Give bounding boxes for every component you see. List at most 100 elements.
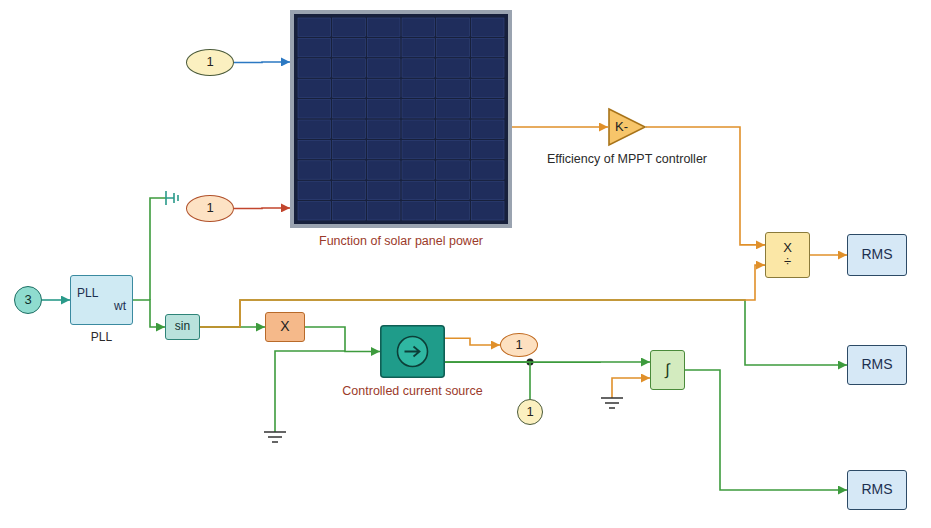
pll-block: PLL wtPLL bbox=[70, 275, 133, 325]
solar-cell bbox=[333, 100, 366, 118]
solar-cell bbox=[402, 59, 435, 77]
signal-line bbox=[234, 207, 290, 209]
signal-line bbox=[234, 61, 290, 63]
block-caption-area: Efficiency of MPPT controller bbox=[547, 153, 707, 167]
block-text-area: K- bbox=[608, 108, 646, 146]
solar-cell bbox=[437, 38, 470, 56]
block-text: sin bbox=[175, 320, 190, 333]
product-block: X bbox=[265, 312, 305, 342]
gain-triangle bbox=[609, 109, 645, 145]
block-text: X bbox=[783, 241, 792, 255]
solar-cell bbox=[333, 140, 366, 158]
signal-line bbox=[512, 126, 608, 128]
ground-symbol bbox=[601, 398, 623, 408]
solar-cell bbox=[402, 79, 435, 97]
panel-outline bbox=[290, 10, 512, 228]
solar-cell bbox=[298, 79, 331, 97]
block-text: wt bbox=[114, 300, 126, 313]
block-caption-area: Function of solar panel power bbox=[319, 235, 483, 249]
solar-cell bbox=[437, 79, 470, 97]
solar-cell bbox=[333, 38, 366, 56]
solar-cell bbox=[333, 120, 366, 138]
solar-cell bbox=[298, 120, 331, 138]
block-text: RMS bbox=[861, 357, 892, 372]
source-outline bbox=[380, 325, 445, 378]
solar-cell bbox=[437, 120, 470, 138]
signal-line bbox=[133, 300, 165, 327]
solar-cell bbox=[471, 140, 504, 158]
block-caption: Function of solar panel power bbox=[319, 235, 483, 249]
solar-cell bbox=[437, 100, 470, 118]
signal-line bbox=[646, 127, 765, 245]
block-text: 1 bbox=[206, 55, 213, 69]
input-port: 1 bbox=[186, 195, 234, 222]
block-text: K- bbox=[615, 120, 628, 134]
solar-cell bbox=[367, 59, 400, 77]
integrator-block: ∫ bbox=[650, 350, 685, 390]
block-text: 1 bbox=[206, 201, 213, 215]
rms-block: RMS bbox=[847, 470, 907, 510]
panel-surface bbox=[294, 14, 508, 224]
solar-cell bbox=[437, 161, 470, 179]
solar-cell bbox=[437, 202, 470, 220]
solar-cell bbox=[298, 59, 331, 77]
block-caption: Efficiency of MPPT controller bbox=[547, 153, 707, 167]
solar-cell bbox=[367, 140, 400, 158]
solar-cell bbox=[402, 202, 435, 220]
block-text-area: PLL wt bbox=[71, 276, 132, 324]
rms-block: RMS bbox=[847, 234, 907, 276]
rms-block: RMS bbox=[847, 345, 907, 385]
source-arrow bbox=[405, 347, 420, 357]
block-caption-area: Controlled current source bbox=[342, 385, 482, 399]
block-text-area: 3 bbox=[15, 287, 41, 313]
signal-line bbox=[445, 361, 650, 363]
solar-cell bbox=[471, 202, 504, 220]
ground-symbol bbox=[264, 432, 286, 442]
solar-cell bbox=[298, 100, 331, 118]
solar-cell bbox=[437, 59, 470, 77]
solar-cell bbox=[298, 181, 331, 199]
solar-cell bbox=[471, 120, 504, 138]
block-text: PLL bbox=[77, 287, 98, 300]
solar-cell bbox=[367, 161, 400, 179]
solar-cell bbox=[402, 100, 435, 118]
signal-line bbox=[42, 299, 70, 301]
solar-cell bbox=[333, 181, 366, 199]
solar-cell bbox=[471, 181, 504, 199]
signal-line bbox=[810, 254, 847, 256]
block-caption: PLL bbox=[91, 331, 112, 344]
solar-cell bbox=[471, 161, 504, 179]
terminator-wire bbox=[150, 198, 166, 300]
input-port: 1 bbox=[186, 49, 234, 76]
solar-cell bbox=[471, 79, 504, 97]
block-text-area: sin bbox=[166, 315, 199, 339]
solar-cell bbox=[367, 120, 400, 138]
panel-frame bbox=[290, 10, 512, 228]
solar-cell bbox=[298, 140, 331, 158]
terminator-symbol bbox=[166, 191, 178, 205]
solar-cell bbox=[367, 38, 400, 56]
solar-cell bbox=[298, 161, 331, 179]
block-text-area: ∫ bbox=[651, 351, 684, 389]
solar-cell bbox=[471, 100, 504, 118]
block-caption-area: PLL bbox=[91, 331, 112, 344]
signal-line bbox=[685, 370, 847, 490]
block-text-area: RMS bbox=[848, 346, 906, 384]
block-text: 1 bbox=[526, 405, 533, 419]
output-port: 1 bbox=[517, 399, 543, 425]
block-text-area: X bbox=[266, 313, 304, 341]
solar-cell bbox=[298, 38, 331, 56]
block-text: 3 bbox=[24, 293, 31, 307]
block-text-area: X÷ bbox=[766, 233, 809, 277]
sine-block: sin bbox=[165, 314, 200, 340]
block-text-area: RMS bbox=[848, 235, 906, 275]
block-caption: Controlled current source bbox=[342, 385, 482, 399]
solar-cell bbox=[367, 18, 400, 36]
signal-line bbox=[445, 338, 500, 345]
solar-cell bbox=[333, 59, 366, 77]
solar-cell bbox=[333, 161, 366, 179]
solar-cell bbox=[402, 18, 435, 36]
ground-wire bbox=[612, 378, 650, 398]
solar-cell bbox=[367, 79, 400, 97]
solar-panel-block: Function of solar panel power bbox=[290, 10, 512, 228]
